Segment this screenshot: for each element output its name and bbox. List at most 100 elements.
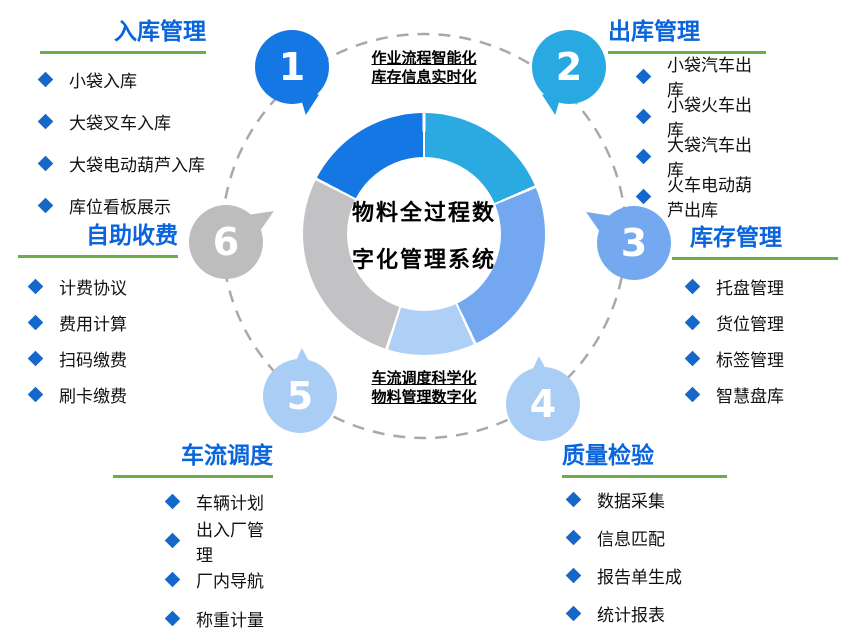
diamond-bullet-icon <box>164 532 181 549</box>
step-number-3: 3 <box>620 221 648 265</box>
diamond-bullet-icon <box>27 278 44 294</box>
feature-item: 车辆计划 <box>164 482 273 521</box>
step-number-4: 4 <box>529 382 557 426</box>
feature-item: 数据采集 <box>565 480 682 518</box>
feature-label: 小袋汽车出库 <box>667 56 752 101</box>
section-title: 车流调度 <box>113 436 273 478</box>
center-title-line2: 字化管理系统 <box>351 247 496 273</box>
feature-item: 刷卡缴费 <box>27 376 127 412</box>
feature-item: 火车电动葫芦出库 <box>635 176 766 221</box>
feature-label: 货位管理 <box>716 314 784 335</box>
step-bubble-1: 1 <box>255 30 329 115</box>
feature-item: 扫码缴费 <box>27 340 127 376</box>
feature-item: 称重计量 <box>164 599 273 631</box>
feature-label: 小袋入库 <box>69 71 137 92</box>
diamond-bullet-icon <box>164 610 181 627</box>
diamond-bullet-icon <box>37 197 54 213</box>
feature-label: 报告单生成 <box>597 567 682 588</box>
feature-label: 大袋汽车出库 <box>667 136 752 181</box>
section-title: 出库管理 <box>608 12 766 54</box>
feature-item: 统计报表 <box>565 594 682 631</box>
feature-label: 小袋火车出库 <box>667 96 752 141</box>
feature-list: 托盘管理 货位管理 标签管理 智慧盘库 <box>684 268 784 412</box>
feature-label: 标签管理 <box>716 350 784 371</box>
section-title: 入库管理 <box>40 12 206 54</box>
feature-label: 刷卡缴费 <box>59 386 127 407</box>
diamond-bullet-icon <box>635 148 652 164</box>
diamond-bullet-icon <box>565 491 582 507</box>
feature-item: 计费协议 <box>27 268 127 304</box>
annotation-top-line1: 作业流程智能化 <box>371 49 477 67</box>
feature-list: 数据采集 信息匹配 报告单生成 统计报表 <box>565 480 682 631</box>
feature-label: 费用计算 <box>59 314 127 335</box>
step-bubble-5: 5 <box>263 348 337 433</box>
feature-list: 车辆计划 出入厂管理 厂内导航 称重计量 <box>164 482 273 631</box>
feature-item: 标签管理 <box>684 340 784 376</box>
section-self-service-payment: 自助收费 计费协议 费用计算 扫码缴费 刷卡缴费 <box>18 216 178 407</box>
annotation-bottom: 车流调度科学化 物料管理数字化 <box>304 369 544 407</box>
section-vehicle-dispatch: 车流调度 车辆计划 出入厂管理 厂内导航 称重计量 <box>113 436 273 631</box>
diamond-bullet-icon <box>164 571 181 588</box>
feature-item: 托盘管理 <box>684 268 784 304</box>
step-number-2: 2 <box>555 45 583 89</box>
feature-item: 费用计算 <box>27 304 127 340</box>
feature-label: 计费协议 <box>59 278 127 299</box>
feature-item: 小袋汽车出库 <box>635 56 766 101</box>
feature-item: 小袋火车出库 <box>635 96 766 141</box>
feature-item: 出入厂管理 <box>164 521 273 566</box>
diamond-bullet-icon <box>27 386 44 402</box>
diamond-bullet-icon <box>27 314 44 330</box>
annotation-bottom-line2: 物料管理数字化 <box>371 388 477 406</box>
diamond-bullet-icon <box>684 350 701 366</box>
diamond-bullet-icon <box>684 314 701 330</box>
feature-item: 库位看板展示 <box>37 184 205 226</box>
diamond-bullet-icon <box>565 529 582 545</box>
feature-label: 称重计量 <box>196 611 264 631</box>
diamond-bullet-icon <box>37 71 54 87</box>
diamond-bullet-icon <box>27 350 44 366</box>
step-bubble-3: 3 <box>586 206 671 280</box>
feature-item: 货位管理 <box>684 304 784 340</box>
section-inventory-management: 库存管理 托盘管理 货位管理 标签管理 智慧盘库 <box>672 218 838 407</box>
donut-hole <box>347 157 501 311</box>
feature-label: 车辆计划 <box>196 494 264 514</box>
feature-item: 大袋电动葫芦入库 <box>37 142 205 184</box>
process-donut-chart: 物料全过程数 字化管理系统 <box>303 113 545 355</box>
section-outbound-management: 出库管理 小袋汽车出库 小袋火车出库 大袋汽车出库 火车电动葫芦出库 <box>608 12 766 221</box>
feature-list: 小袋入库 大袋叉车入库 大袋电动葫芦入库 库位看板展示 <box>37 58 205 226</box>
feature-label: 扫码缴费 <box>59 350 127 371</box>
feature-list: 计费协议 费用计算 扫码缴费 刷卡缴费 <box>27 268 127 412</box>
feature-item: 厂内导航 <box>164 560 273 599</box>
diamond-bullet-icon <box>37 155 54 171</box>
section-inbound-management: 入库管理 小袋入库 大袋叉车入库 大袋电动葫芦入库 库位看板展示 <box>37 12 206 218</box>
diamond-bullet-icon <box>684 278 701 294</box>
feature-label: 大袋电动葫芦入库 <box>69 155 205 176</box>
step-number-6: 6 <box>212 220 240 264</box>
feature-item: 报告单生成 <box>565 556 682 594</box>
step-number-1: 1 <box>278 45 306 89</box>
feature-label: 库位看板展示 <box>69 197 171 218</box>
diamond-bullet-icon <box>164 493 181 510</box>
annotation-top: 作业流程智能化 库存信息实时化 <box>304 49 544 87</box>
section-quality-inspection: 质量检验 数据采集 信息匹配 报告单生成 统计报表 <box>562 436 727 626</box>
feature-list: 小袋汽车出库 小袋火车出库 大袋汽车出库 火车电动葫芦出库 <box>635 56 766 221</box>
step-bubble-4: 4 <box>506 356 580 441</box>
section-title: 自助收费 <box>18 216 178 258</box>
section-title: 质量检验 <box>562 436 727 478</box>
feature-item: 大袋汽车出库 <box>635 136 766 181</box>
diamond-bullet-icon <box>565 605 582 621</box>
step-bubble-6: 6 <box>189 205 274 279</box>
center-title-line1: 物料全过程数 <box>351 200 496 226</box>
annotation-top-line2: 库存信息实时化 <box>371 68 477 86</box>
annotation-bottom-line1: 车流调度科学化 <box>371 369 477 387</box>
feature-label: 大袋叉车入库 <box>69 113 171 134</box>
feature-item: 信息匹配 <box>565 518 682 556</box>
diamond-bullet-icon <box>565 567 582 583</box>
feature-label: 火车电动葫芦出库 <box>667 176 752 221</box>
diamond-bullet-icon <box>635 108 652 124</box>
center-title: 物料全过程数 字化管理系统 <box>303 113 545 355</box>
feature-item: 小袋入库 <box>37 58 205 100</box>
diamond-bullet-icon <box>684 386 701 402</box>
feature-label: 信息匹配 <box>597 529 665 550</box>
